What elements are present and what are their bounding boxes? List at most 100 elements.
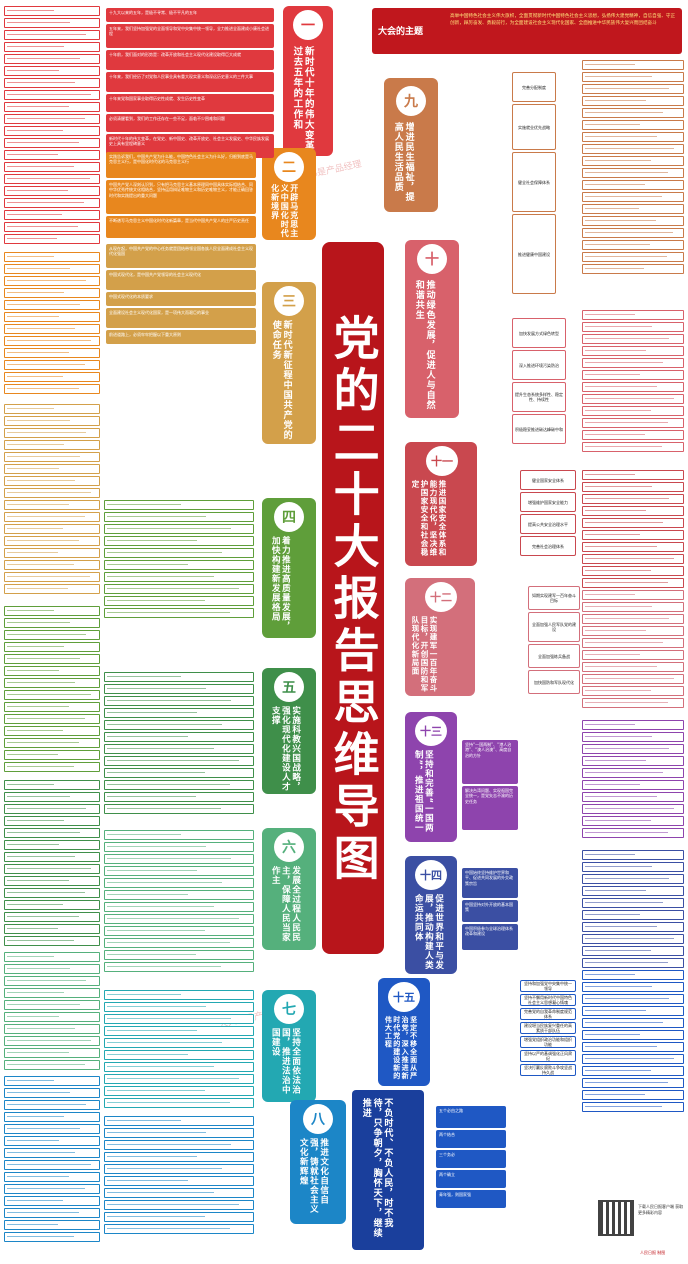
section-13-head[interactable]: 十三 坚持和完善“一国两制”，推进祖国统一 [405, 712, 457, 842]
s12-node-1[interactable]: 如期实现建军一百年奋斗目标 [528, 586, 580, 610]
section-11-head[interactable]: 十一 推进国家安全体系和能力现代化，坚决维护国家安全和社会稳定 [405, 442, 477, 566]
s11-node-2[interactable]: 增强维护国家安全能力 [520, 492, 576, 512]
s3-node-1[interactable]: 从现在起，中国共产党的中心任务就是团结带领全国各族人民全面建成社会主义现代化强国 [106, 244, 256, 268]
bottom-node-2[interactable]: 两个结合 [436, 1130, 506, 1148]
s3-node-5[interactable]: 前进道路上，必须牢牢把握以下重大原则 [106, 330, 256, 344]
s11-node-3[interactable]: 提高公共安全治理水平 [520, 514, 576, 534]
detail-leaf-bar [582, 216, 684, 226]
detail-leaf-bar [4, 864, 100, 874]
s2-node-1[interactable]: 实践告诉我们，中国共产党为什么能，中国特色社会主义为什么好，归根到底是马克思主义… [106, 152, 256, 178]
detail-leaf-bar [582, 744, 684, 754]
detail-leaf-bar [4, 976, 100, 986]
right-detail-column [582, 60, 684, 1190]
bottom-node-4[interactable]: 两个确立 [436, 1170, 506, 1188]
s13-node-1[interactable]: 坚持“一国两制”、“港人治港”、“澳人治澳”、高度自治的方针 [462, 740, 518, 784]
s10-node-2[interactable]: 深入推进环境污染防治 [512, 350, 566, 380]
detail-leaf-bar [4, 654, 100, 664]
s1-node-2[interactable]: 五年来，我们坚持加强党的全面领导和党中央集中统一领导，全力推进全面建成小康社会进… [106, 24, 274, 48]
s15-node-6[interactable]: 坚持以严的基调强化正风肃纪 [520, 1050, 576, 1062]
section-4-head[interactable]: 四 着力推进高质量发展，加快构建新发展格局 [262, 498, 316, 638]
section-10-nodes: 加快发展方式绿色转型 深入推进环境污染防治 提升生态系统多样性、稳定性、持续性 … [512, 318, 566, 444]
s2-node-2[interactable]: 中国共产党人深刻认识到，只有把马克思主义基本原理同中国具体实际相结合、同中华优秀… [106, 180, 256, 214]
s14-node-1[interactable]: 中国始终坚持维护世界和平、促进共同发展的外交政策宗旨 [462, 868, 518, 898]
detail-leaf-bar [582, 816, 684, 826]
s10-node-3[interactable]: 提升生态系统多样性、稳定性、持续性 [512, 382, 566, 412]
section-7-head[interactable]: 七 坚持全面依法治国，推进法治中国建设 [262, 990, 316, 1102]
s15-node-3[interactable]: 完善党的自我革命制度规范体系 [520, 1008, 576, 1020]
s9-node-3[interactable]: 健全社会保障体系 [512, 152, 556, 212]
detail-leaf-bar [4, 666, 100, 676]
detail-leaf-bar [4, 1060, 100, 1070]
detail-leaf-bar [582, 494, 684, 504]
section-2-head[interactable]: 二 开辟马克思主义中国化时代化新境界 [262, 148, 316, 240]
detail-leaf-bar [4, 18, 100, 28]
detail-leaf-bar [582, 370, 684, 380]
detail-leaf-bar [582, 578, 684, 588]
detail-leaf-bar [4, 404, 100, 414]
s1-node-5[interactable]: 十年来党和国家事业取得历史性成就、发生历史性变革 [106, 94, 274, 112]
detail-leaf-bar [582, 862, 684, 872]
section-12-head[interactable]: 十二 实现建军一百年奋斗目标，开创国防和军队现代化新局面 [405, 578, 475, 696]
s2-node-3[interactable]: 不断谱写马克思主义中国化时代化新篇章，是当代中国共产党人的庄严历史责任 [106, 216, 256, 238]
s9-node-1[interactable]: 完善分配制度 [512, 72, 556, 102]
detail-leaf-bar [582, 1090, 684, 1100]
section-15-head[interactable]: 十五 坚定不移全面从严治党，深入推进新时代党的建设新的伟大工程 [378, 978, 430, 1086]
detail-leaf-bar [582, 470, 684, 480]
detail-leaf-bar [582, 638, 684, 648]
detail-leaf-bar [104, 1014, 254, 1024]
detail-leaf-bar [4, 174, 100, 184]
section-1-head[interactable]: 一 新时代十年的伟大变革 过去五年的工作和 [283, 6, 333, 156]
detail-leaf-bar [582, 946, 684, 956]
section-14-head[interactable]: 十四 促进世界和平与发展，推动构建人类命运共同体 [405, 856, 457, 974]
section-6-title: 发展全过程人民民主，保障人民当家作主 [270, 866, 301, 942]
section-10-title: 推动绿色发展，促进人与自然和谐共生 [413, 280, 435, 410]
section-8-head[interactable]: 八 推进文化自信自强，铸就社会主义文化新辉煌 [290, 1100, 346, 1224]
s3-node-4[interactable]: 全面建设社会主义现代化国家，是一项伟大而艰巨的事业 [106, 308, 256, 328]
detail-leaf-bar [582, 614, 684, 624]
s1-node-6[interactable]: 必须清醒看到，我们的工作还存在一些不足，面临不少困难和问题 [106, 114, 274, 132]
bottom-node-3[interactable]: 三个务必 [436, 1150, 506, 1168]
detail-leaf-bar [582, 698, 684, 708]
s1-node-4[interactable]: 十年来，我们经历了对党和人民事业具有重大现实意义和深远历史意义的三件大事 [106, 72, 274, 92]
s12-node-4[interactable]: 加快国防和军队现代化 [528, 670, 580, 694]
detail-leaf-bar [4, 1000, 100, 1010]
s9-node-4[interactable]: 推进健康中国建设 [512, 214, 556, 294]
s1-node-1[interactable]: 十九大以来的五年，是极不寻常、极不平凡的五年 [106, 8, 274, 22]
detail-leaf-bar [582, 898, 684, 908]
section-9-head[interactable]: 九 增进民生福祉，提高人民生活品质 [384, 78, 438, 212]
s15-node-5[interactable]: 增强党组织政治功能和组织功能 [520, 1036, 576, 1048]
detail-leaf-bar [4, 988, 100, 998]
s13-node-2[interactable]: 解决台湾问题、实现祖国完全统一，是党矢志不渝的历史任务 [462, 786, 518, 830]
detail-leaf-bar [104, 1074, 254, 1084]
s9-node-2[interactable]: 实施就业优先战略 [512, 104, 556, 150]
section-5-head[interactable]: 五 实施科教兴国战略，强化现代化建设人才支撑 [262, 668, 316, 794]
s1-node-3[interactable]: 十年前，我们面对的形势是：改革开放和社会主义现代化建设取得巨大成就 [106, 50, 274, 70]
section-10-head[interactable]: 十 推动绿色发展，促进人与自然和谐共生 [405, 240, 459, 418]
s14-node-3[interactable]: 中国积极参与全球治理体系改革和建设 [462, 924, 518, 950]
s11-node-1[interactable]: 健全国家安全体系 [520, 470, 576, 490]
s15-node-7[interactable]: 坚决打赢反腐败斗争攻坚战持久战 [520, 1064, 576, 1076]
s15-node-4[interactable]: 建设堪当民族复兴重任的高素质干部队伍 [520, 1022, 576, 1034]
section-3-head[interactable]: 三 新时代新征程中国共产党的使命任务 [262, 282, 316, 444]
bottom-node-1[interactable]: 五个必由之路 [436, 1106, 506, 1128]
s12-node-2[interactable]: 全面加强人民军队党的建设 [528, 612, 580, 642]
s3-node-3[interactable]: 中国式现代化的本质要求 [106, 292, 256, 306]
bottom-node-5[interactable]: 青年强，则国家强 [436, 1190, 506, 1208]
s3-node-2[interactable]: 中国式现代化，是中国共产党领导的社会主义现代化 [106, 270, 256, 290]
s12-node-3[interactable]: 全面加强练兵备战 [528, 644, 580, 668]
section-6-head[interactable]: 六 发展全过程人民民主，保障人民当家作主 [262, 828, 316, 950]
detail-leaf-bar [104, 696, 254, 706]
section-15-nodes: 坚持和加强党中央集中统一领导 坚持不懈用新时代中国特色社会主义思想凝心铸魂 完善… [520, 980, 576, 1076]
detail-leaf-bar [582, 346, 684, 356]
s15-node-2[interactable]: 坚持不懈用新时代中国特色社会主义思想凝心铸魂 [520, 994, 576, 1006]
s14-node-2[interactable]: 中国坚持对外开放的基本国策 [462, 900, 518, 922]
s10-node-4[interactable]: 积极稳妥推进碳达峰碳中和 [512, 414, 566, 444]
s15-node-1[interactable]: 坚持和加强党中央集中统一领导 [520, 980, 576, 992]
detail-leaf-bar [4, 1232, 100, 1242]
detail-leaf-bar [582, 334, 684, 344]
detail-leaf-bar [4, 114, 100, 124]
detail-leaf-bar [104, 1164, 254, 1174]
detail-leaf-bar [4, 1100, 100, 1110]
s10-node-1[interactable]: 加快发展方式绿色转型 [512, 318, 566, 348]
s11-node-4[interactable]: 完善社会治理体系 [520, 536, 576, 556]
